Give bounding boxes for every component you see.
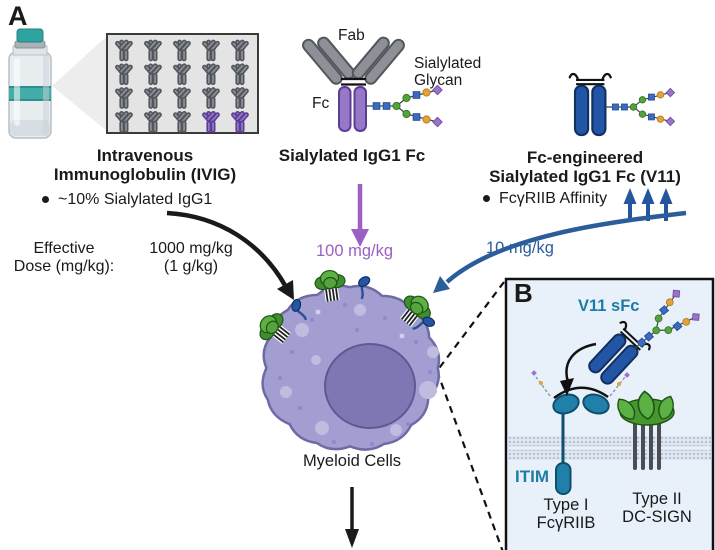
type1-line1: Type I	[543, 496, 589, 514]
panel-a-label: A	[8, 1, 28, 31]
engineered-dose-arrow	[433, 210, 687, 293]
affinity-up-arrow-head	[641, 188, 655, 204]
affinity-up-arrow-head	[659, 188, 673, 204]
ivig-bullet-text: ~10% Sialylated IgG1	[58, 191, 213, 208]
panel-b-fcgriib-receptor	[552, 386, 610, 495]
engineered-fc-title-line2: Sialylated IgG1 Fc (V11)	[489, 166, 681, 186]
glycan-label-line1: Sialylated	[414, 55, 482, 72]
v11-sfc-label: V11 sFc	[578, 297, 640, 315]
affinity-up-arrow-head	[623, 188, 637, 204]
dose-axis-label: Effective Dose (mg/kg):	[8, 240, 120, 275]
panel-b-membrane	[507, 436, 712, 460]
ivig-title-line2: Immunoglobulin (IVIG)	[53, 164, 237, 184]
glycan-label: Sialylated Glycan	[414, 55, 481, 89]
ivig-title-line1: Intravenous	[96, 146, 194, 165]
type2-line2: DC-SIGN	[622, 508, 692, 527]
sialylated-igg1-molecule	[302, 36, 443, 132]
cell-vesicles	[280, 304, 439, 436]
engineered-bullet-text: FcγRIIB Affinity	[499, 190, 608, 207]
sialylated-dose-arrow	[351, 184, 369, 247]
bullet-dot-icon	[483, 195, 490, 202]
itim-domain	[555, 462, 572, 495]
myeloid-cell	[252, 267, 441, 451]
sialylated-dose-value: 100 mg/kg	[316, 242, 394, 260]
panel-b-label: B	[514, 278, 533, 308]
panel-b-dcsign-receptor	[617, 390, 675, 470]
fab-label: Fab	[338, 27, 365, 44]
type2-line1: Type II	[632, 490, 682, 508]
panel-b-binding-arrow	[560, 342, 597, 396]
bullet-dot-icon	[42, 196, 49, 203]
downstream-arrow	[345, 487, 359, 548]
engineered-fc-molecule	[568, 72, 676, 137]
engineered-fc-title-line1: Fc-engineered	[526, 148, 644, 167]
ivig-bullet: ~10% Sialylated IgG1	[42, 191, 212, 209]
ivig-vial-zoom-wedge	[52, 36, 107, 131]
ivig-dose-arrow	[166, 210, 294, 300]
cell-speckles	[278, 303, 432, 446]
ivig-dose-value: 1000 mg/kg (1 g/kg)	[141, 240, 241, 275]
type2-dcsign-label: Type II DC-SIGN	[600, 490, 714, 526]
sialylated-glycan-icon	[365, 84, 443, 128]
zoom-dashed-connectors	[435, 281, 505, 550]
ivig-vial-icon	[8, 28, 52, 139]
type1-line2: FcγRIIB	[536, 514, 596, 533]
ivig-dose-line2: (1 g/kg)	[163, 257, 219, 275]
dose-axis-line1: Effective	[33, 240, 95, 257]
engineered-glycan-icon	[605, 87, 676, 127]
glycan-label-line2: Glycan	[414, 72, 463, 90]
dose-axis-line2: Dose (mg/kg):	[13, 257, 115, 275]
fc-label: Fc	[312, 95, 330, 112]
engineered-fc-title: Fc-engineered Sialylated IgG1 Fc (V11)	[465, 148, 705, 186]
myeloid-cells-label: Myeloid Cells	[302, 452, 402, 470]
sialylated-fc-title: Sialylated IgG1 Fc	[278, 146, 426, 165]
panel-b-antennae-tips	[531, 370, 630, 386]
ivig-title: Intravenous Immunoglobulin (IVIG)	[25, 146, 265, 184]
ivig-dose-line1: 1000 mg/kg	[149, 240, 233, 257]
engineered-bullet: FcγRIIB Affinity	[483, 190, 607, 208]
panel-b-antennae	[535, 376, 626, 397]
cell-nucleus	[324, 343, 416, 429]
type1-fcgriib-label: Type I FcγRIIB	[520, 496, 612, 532]
itim-label: ITIM	[515, 467, 549, 486]
engineered-dose-value: 10 mg/kg	[486, 239, 554, 257]
ivig-antibody-box	[106, 33, 259, 134]
